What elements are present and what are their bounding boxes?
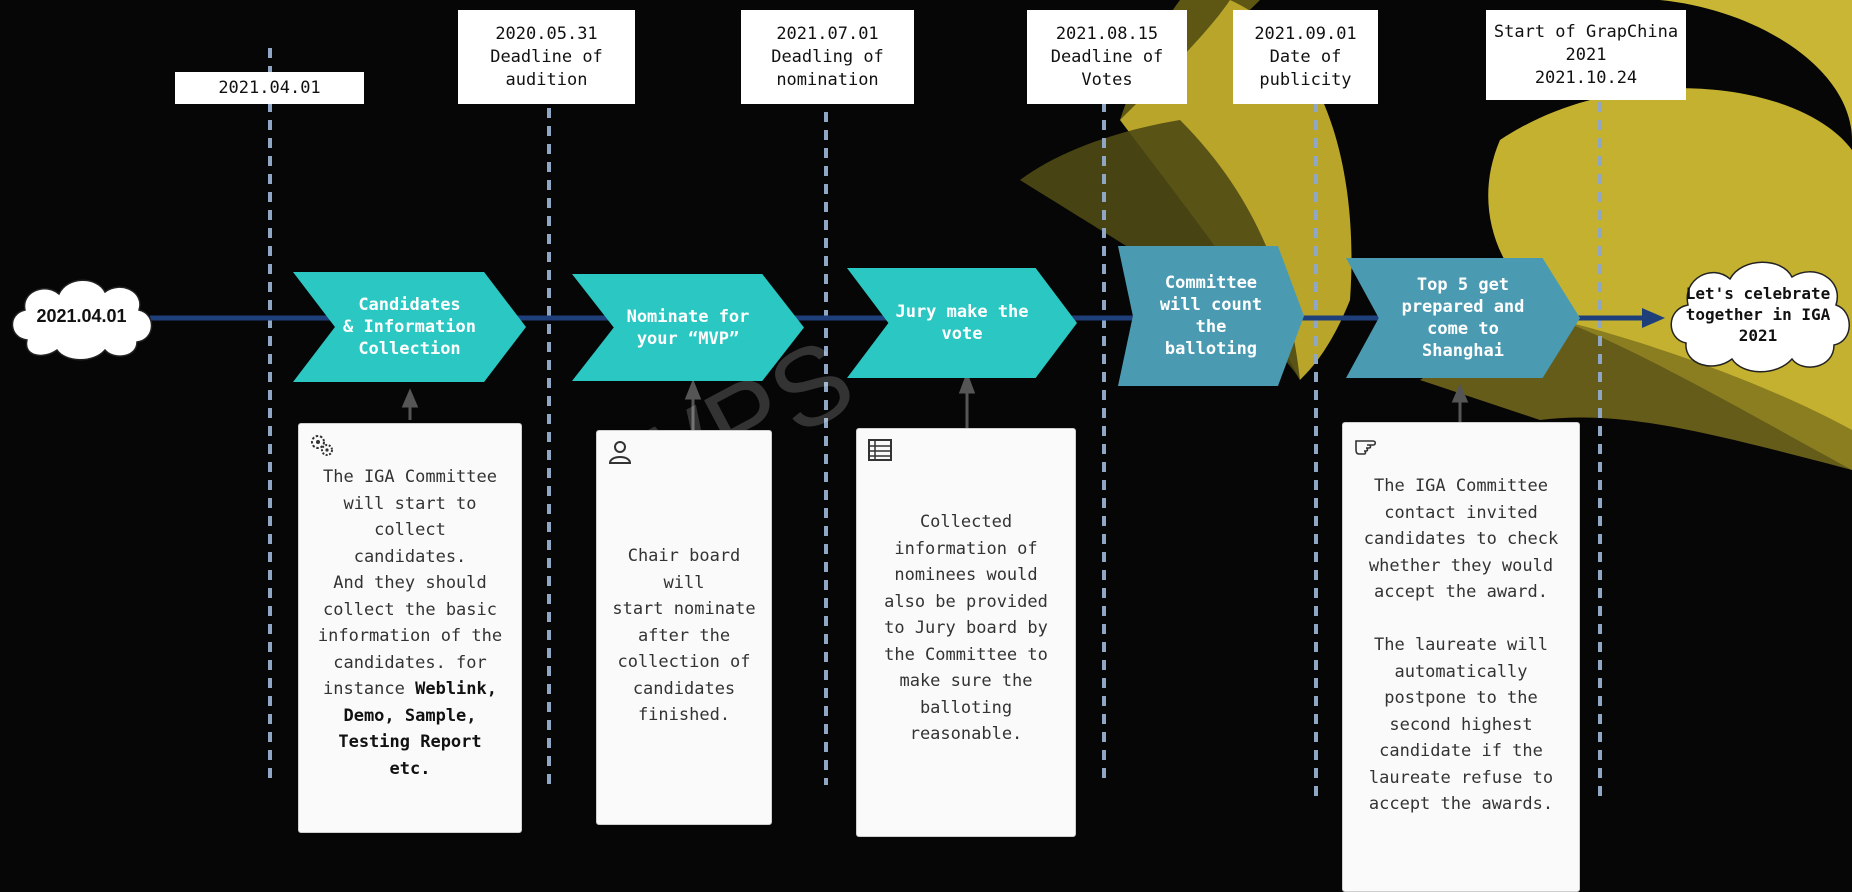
milestone-box-1: 2021.04.01 xyxy=(175,72,364,104)
milestone-box-2: 2020.05.31 Deadline of audition xyxy=(458,10,635,104)
start-cloud: 2021.04.01 xyxy=(5,270,158,364)
cloud-shape-icon xyxy=(1670,261,1850,373)
milestone-box-6: Start of GrapChina 2021 2021.10.24 xyxy=(1486,10,1686,100)
cloud-shape-icon xyxy=(11,279,153,361)
description-card-3: Collected information of nominees would … xyxy=(856,428,1076,837)
card-1-text: The IGA Committee will start to collect … xyxy=(317,467,503,699)
milestone-box-3: 2021.07.01 Deadling of nomination xyxy=(741,10,914,104)
card-pointer-arrows xyxy=(401,371,1469,430)
stage-chevron-4: Committee will count the balloting xyxy=(1118,246,1304,386)
pointing-hand-icon xyxy=(1355,440,1377,455)
stage-chevron-5: Top 5 get prepared and come to Shanghai xyxy=(1346,258,1580,378)
end-cloud: Let's celebrate together in IGA 2021 xyxy=(1664,253,1852,378)
card-2-text: Chair board will start nominate after th… xyxy=(612,546,756,725)
description-card-1: The IGA Committee will start to collect … xyxy=(298,423,522,833)
card-3-text: Collected information of nominees would … xyxy=(884,512,1048,744)
milestone-box-5: 2021.09.01 Date of publicity xyxy=(1233,10,1378,104)
start-cloud-label: 2021.04.01 xyxy=(36,306,127,326)
card-1-bold-text: Weblink, Demo, Sample, Testing Report et… xyxy=(338,679,497,779)
description-card-4: The IGA Committee contact invited candid… xyxy=(1342,422,1580,892)
milestone-box-4: 2021.08.15 Deadline of Votes xyxy=(1027,10,1187,104)
user-icon xyxy=(608,441,632,464)
dashed-guide-lines xyxy=(268,48,1602,800)
gears-icon xyxy=(311,435,333,456)
end-cloud-label: Let's celebrate together in IGA 2021 xyxy=(1685,284,1831,345)
stage-chevron-2: Nominate for your “MVP” xyxy=(572,274,804,381)
description-card-2: Chair board will start nominate after th… xyxy=(596,430,772,825)
card-4-text: The IGA Committee contact invited candid… xyxy=(1363,476,1559,814)
list-icon xyxy=(868,439,892,461)
